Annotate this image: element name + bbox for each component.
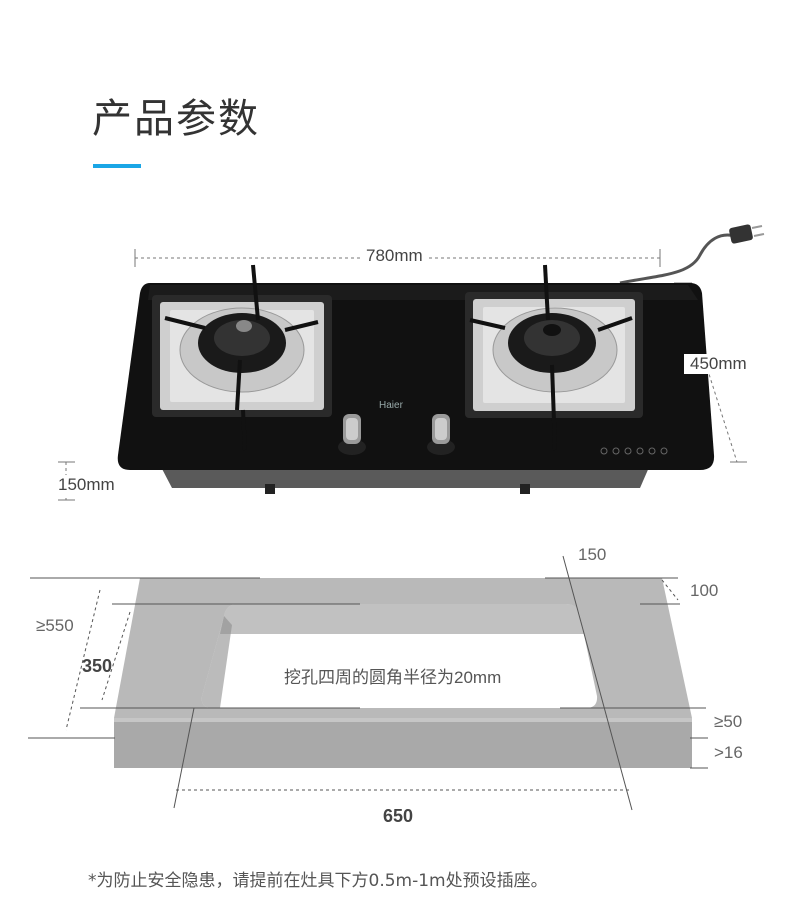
cutout-depth-label: 350 — [82, 656, 113, 676]
cooktop-illustration — [58, 224, 765, 501]
margin-150-label: 150 — [578, 545, 607, 564]
brand-logo: Haier — [379, 400, 403, 411]
cooktop-underbody — [160, 465, 650, 488]
title-underline — [93, 164, 141, 168]
width-label: 780mm — [360, 246, 429, 266]
margin-100-label: 100 — [690, 581, 719, 600]
countertop-slab — [114, 578, 692, 718]
thickness-label: >16 — [714, 743, 743, 762]
height-label: 150mm — [52, 475, 121, 495]
footer-note: *为防止安全隐患，请提前在灶具下方0.5m-1m处预设插座。 — [88, 871, 548, 891]
cutout-width-label: 650 — [383, 806, 414, 826]
left-grate — [164, 264, 319, 411]
touch-controls — [600, 447, 668, 455]
power-cord — [619, 233, 736, 285]
countertop-front — [114, 718, 692, 768]
cutout-hole — [201, 604, 598, 708]
depth-min-label: ≥550 — [36, 616, 74, 635]
plug-icon — [729, 224, 753, 244]
right-grate — [241, 264, 633, 451]
corner-radius-note: 挖孔四周的圆角半径为20mm — [284, 668, 502, 687]
page-title: 产品参数 — [92, 96, 260, 142]
depth-label: 450mm — [684, 354, 753, 374]
front-margin-label: ≥50 — [714, 712, 743, 731]
